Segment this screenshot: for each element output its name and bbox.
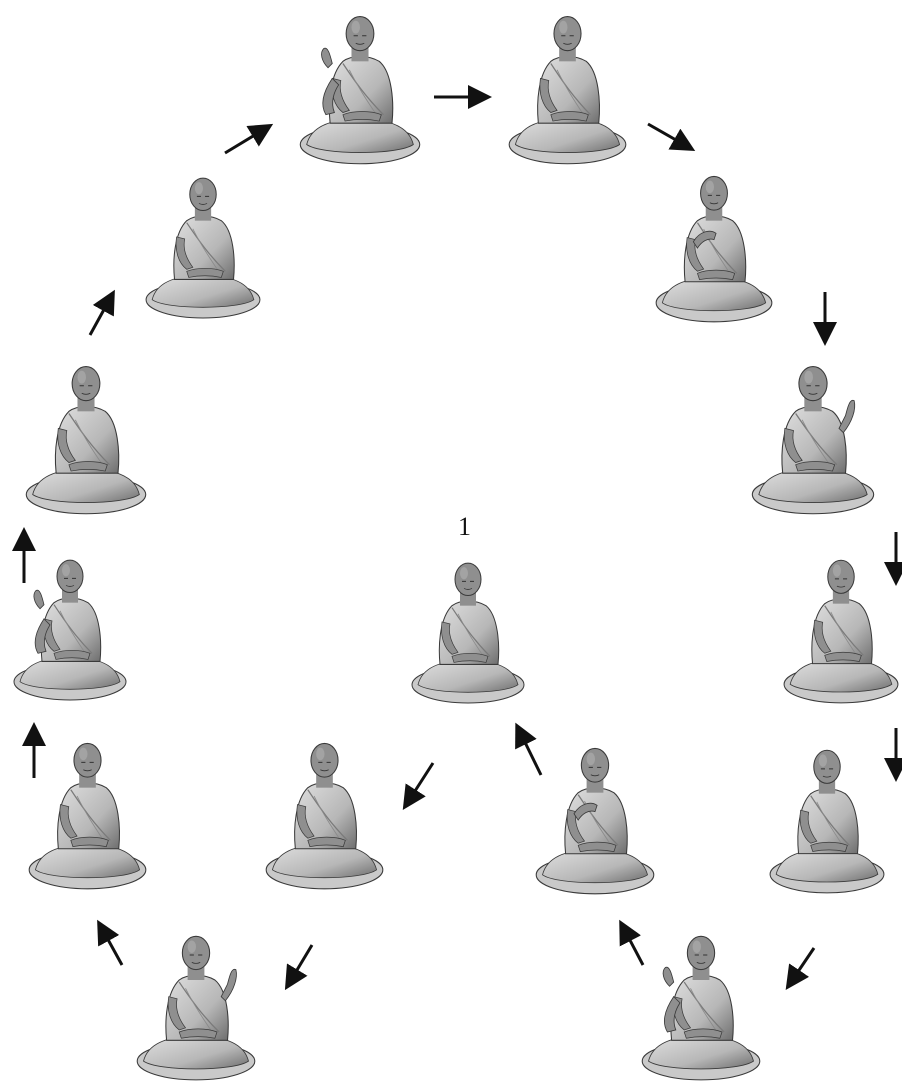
flow-arrow-3 xyxy=(100,925,122,965)
flow-arrow-1 xyxy=(406,763,433,805)
flow-arrow-7 xyxy=(225,127,268,153)
flow-arrow-13 xyxy=(789,948,814,985)
flow-arrow-9 xyxy=(648,124,690,148)
flow-arrow-15 xyxy=(518,728,541,775)
flow-arrow-14 xyxy=(622,925,643,965)
flow-arrow-6 xyxy=(90,295,112,335)
flow-arrow-2 xyxy=(288,945,312,985)
